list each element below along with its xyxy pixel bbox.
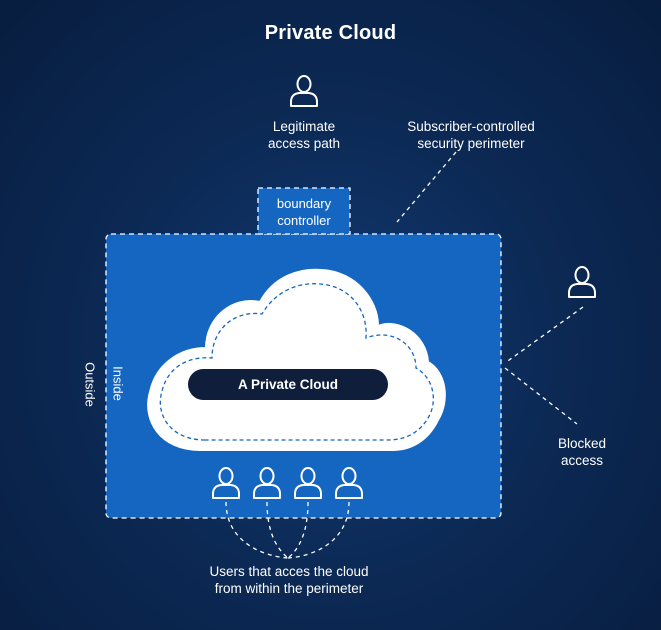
blocked-access-label: Blocked access [557, 436, 607, 468]
right-user-icon [568, 266, 596, 298]
legitimate-access-label: Legitimate access path [267, 119, 341, 151]
boundary-controller [257, 187, 351, 235]
top-user-icon [290, 75, 318, 107]
diagram-title: Private Cloud [264, 22, 397, 44]
users-within-label: Users that acces the cloud from within t… [209, 564, 369, 596]
blocked-line-upper [504, 306, 584, 364]
security-perimeter-label: Subscriber-controlled security perimeter [407, 119, 535, 151]
outside-label: Outside [82, 362, 98, 407]
perimeter-connector [396, 151, 457, 223]
users-connectors [225, 501, 350, 559]
cloud-pill [188, 369, 388, 400]
inside-label: Inside [110, 366, 126, 401]
blocked-line-lower [504, 367, 578, 425]
cloud-pill-label: A Private Cloud [237, 377, 339, 392]
cloud-shape [147, 268, 446, 451]
boundary-controller-label: boundary controller [276, 196, 332, 228]
